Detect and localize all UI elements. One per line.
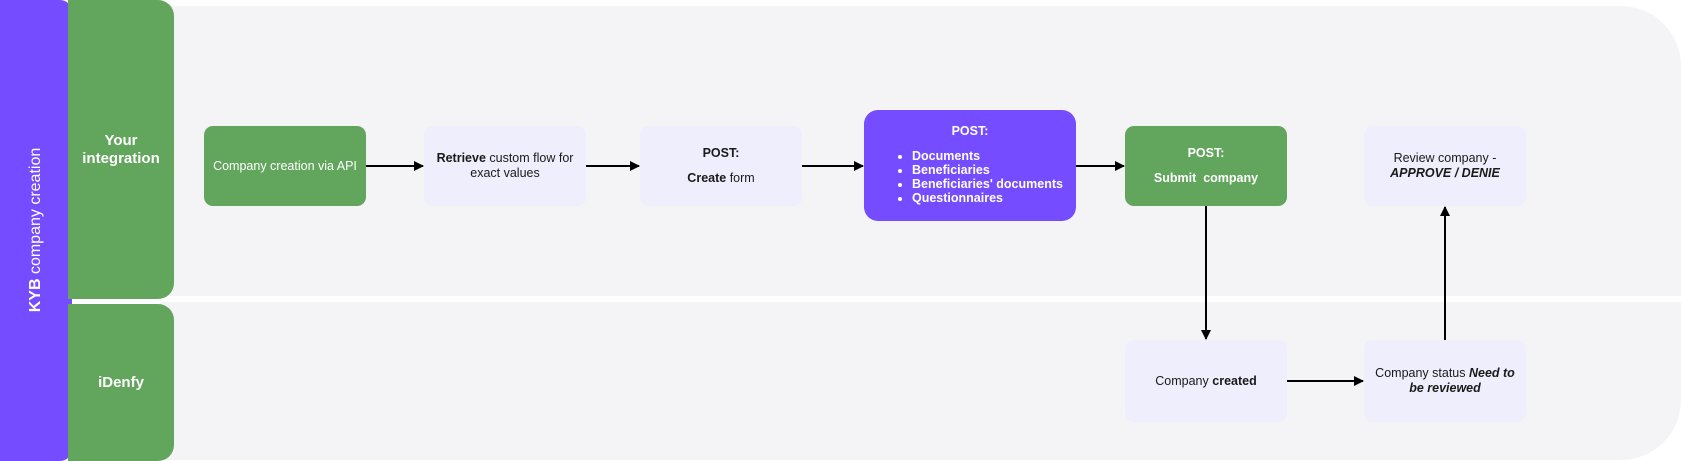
node-text: Review company - [1393,151,1497,165]
node-company-created: Company created [1125,340,1287,422]
node-company-creation: Company creation via API [204,126,366,206]
node-list-item: Documents [912,149,1063,163]
node-item-list: Documents Beneficiaries Beneficiaries' d… [892,149,1063,205]
node-company-status: Company status Need to be reviewed [1364,340,1526,422]
node-heading: POST: [702,146,740,160]
node-text-italic: APPROVE / DENIE [1390,166,1500,180]
node-heading: POST: [1187,146,1225,160]
node-text: Retrieve custom flow for exact values [430,151,580,181]
pool-header [0,0,72,461]
node-create-form: POST: Create form [640,126,802,206]
node-list-item: Beneficiaries' documents [912,177,1063,191]
node-text-rest: Company [1155,373,1213,388]
node-text: Company created [1155,374,1256,389]
node-text: Create form [687,171,754,186]
node-text-italic: Need to be reviewed [1409,366,1515,395]
node-text: Company status Need to be reviewed [1370,366,1520,396]
node-text-rest: form [726,171,755,185]
node-submit-company: POST: Submit company [1125,126,1287,206]
node-text-bold: Create [687,171,727,185]
node-retrieve-flow: Retrieve custom flow for exact values [424,126,586,206]
node-list-item: Questionnaires [912,191,1063,205]
node-heading: POST: [951,124,989,138]
node-review-company: Review company - APPROVE / DENIE [1364,126,1526,206]
node-post-documents: POST: Documents Beneficiaries Beneficiar… [864,110,1076,221]
node-text: Company creation via API [213,158,357,173]
lane-label: Your integration [82,131,160,167]
node-text: Submit company [1153,171,1259,185]
node-text-bold: Retrieve [436,151,486,165]
node-text-bold: created [1212,373,1257,388]
node-text-rest: custom flow for exact values [470,151,574,180]
lane-label: iDenfy [98,373,144,391]
lane-header-idenfy: iDenfy [68,304,174,461]
node-text-rest: Company status [1375,366,1469,380]
lane-header-your-integration: Your integration [68,0,174,299]
node-list-item: Beneficiaries [912,163,1063,177]
